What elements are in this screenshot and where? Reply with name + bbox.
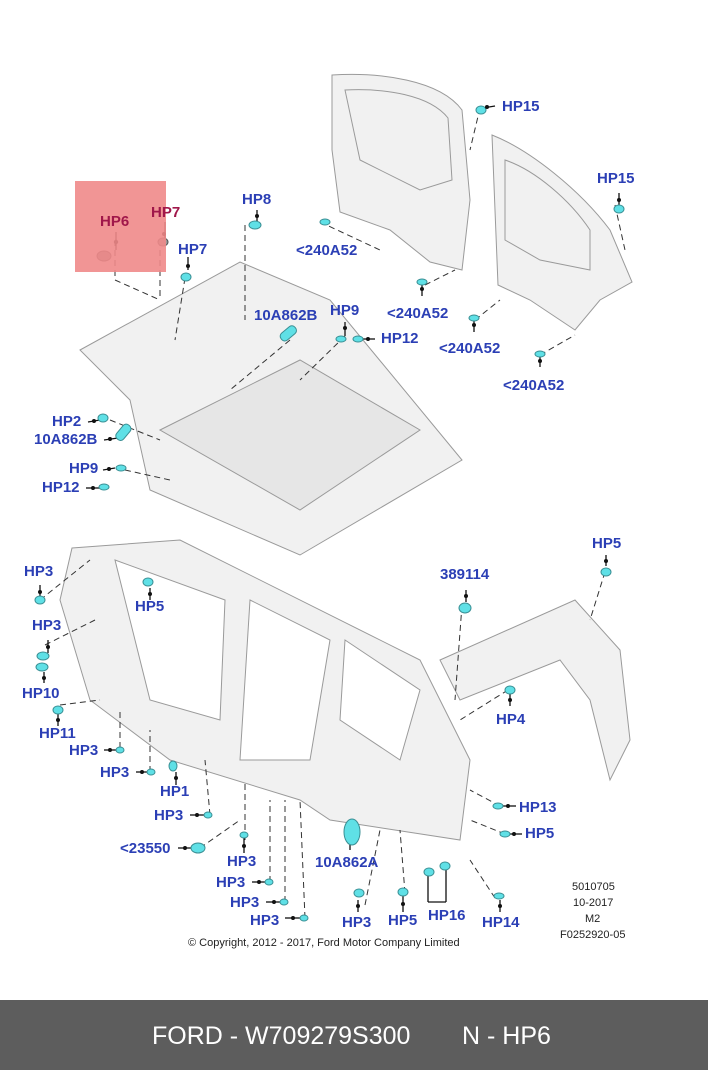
p389114-part bbox=[458, 602, 472, 614]
hp1-part bbox=[168, 760, 178, 772]
hp3-part-e bbox=[203, 811, 213, 819]
callout-hp3-d[interactable]: HP3 bbox=[100, 764, 130, 781]
callout-hp5-d[interactable]: HP5 bbox=[388, 912, 418, 929]
hp13-part bbox=[492, 802, 504, 810]
rear-quarter-shape bbox=[439, 599, 631, 782]
ref-line-3: M2 bbox=[585, 913, 601, 925]
hp16-part-b bbox=[439, 861, 451, 871]
hp12-part-b bbox=[98, 483, 110, 491]
hp14-part bbox=[493, 892, 505, 900]
b862-part-1 bbox=[279, 325, 297, 342]
callout-hp3-i[interactable]: HP3 bbox=[250, 912, 280, 929]
hp5-part-b bbox=[142, 577, 154, 587]
callout-hp9-a[interactable]: HP9 bbox=[330, 302, 360, 319]
parts-diagram: HP6 HP7 HP7 HP8 HP15 HP15 <240A52 <240A5… bbox=[22, 73, 635, 949]
callout-hp3-c[interactable]: HP3 bbox=[69, 742, 99, 759]
callout-hp8[interactable]: HP8 bbox=[242, 191, 272, 208]
callout-hp15-a[interactable]: HP15 bbox=[502, 98, 540, 115]
hp3-part-a bbox=[34, 595, 46, 605]
hp7-part-b bbox=[180, 272, 192, 282]
callout-hp13[interactable]: HP13 bbox=[519, 799, 557, 816]
callout-hp3-e[interactable]: HP3 bbox=[154, 807, 184, 824]
callout-hp3-b[interactable]: HP3 bbox=[32, 617, 62, 634]
callout-hp10[interactable]: HP10 bbox=[22, 685, 60, 702]
hp9-part-a bbox=[335, 335, 347, 343]
hp15-part-a bbox=[475, 105, 487, 115]
callout-240a52-3[interactable]: <240A52 bbox=[439, 340, 501, 357]
highlight-box bbox=[75, 181, 166, 272]
hp5-part-d bbox=[397, 887, 409, 897]
callout-hp12-b[interactable]: HP12 bbox=[42, 479, 80, 496]
hp3-part-b bbox=[36, 651, 50, 661]
callout-hp3-f[interactable]: HP3 bbox=[227, 853, 257, 870]
hp10-part bbox=[35, 662, 49, 672]
a52-part-4 bbox=[534, 350, 546, 358]
hp15-part-b bbox=[613, 204, 625, 214]
hp3-part-h bbox=[279, 898, 289, 906]
hp3-part-c bbox=[115, 746, 125, 754]
callout-hp15-b[interactable]: HP15 bbox=[597, 170, 635, 187]
callout-hp1[interactable]: HP1 bbox=[160, 783, 190, 800]
callout-10a862b-1[interactable]: 10A862B bbox=[254, 307, 318, 324]
rear-door-shape bbox=[491, 134, 633, 331]
ref-line-2: 10-2017 bbox=[573, 897, 614, 909]
a52-part-1 bbox=[319, 218, 331, 226]
footer-part-ref: N - HP6 bbox=[462, 1022, 551, 1050]
p23550-part bbox=[190, 842, 206, 854]
hp9-part-b bbox=[115, 464, 127, 472]
a52-part-2 bbox=[416, 278, 428, 286]
callout-23550[interactable]: <23550 bbox=[120, 840, 171, 857]
callout-hp6[interactable]: HP6 bbox=[100, 213, 130, 230]
hp3-part-f bbox=[239, 831, 249, 839]
callout-hp9-b[interactable]: HP9 bbox=[69, 460, 99, 477]
callout-10a862a[interactable]: 10A862A bbox=[315, 854, 379, 871]
copyright-text: © Copyright, 2012 - 2017, Ford Motor Com… bbox=[188, 937, 460, 949]
hp5-part-a bbox=[600, 567, 612, 577]
callout-hp3-a[interactable]: HP3 bbox=[24, 563, 54, 580]
diagram-drawing bbox=[34, 73, 633, 922]
hp3-part-g bbox=[264, 878, 274, 886]
callout-hp12-a[interactable]: HP12 bbox=[381, 330, 419, 347]
callout-10a862b-2[interactable]: 10A862B bbox=[34, 431, 98, 448]
hp12-part-a bbox=[352, 335, 364, 343]
callout-hp7-a[interactable]: HP7 bbox=[151, 204, 181, 221]
callout-hp2[interactable]: HP2 bbox=[52, 413, 82, 430]
hp3-part-d bbox=[146, 768, 156, 776]
callout-hp5-b[interactable]: HP5 bbox=[135, 598, 165, 615]
callout-hp7-b[interactable]: HP7 bbox=[178, 241, 208, 258]
hp8-part bbox=[248, 220, 262, 230]
callout-hp5-a[interactable]: HP5 bbox=[592, 535, 622, 552]
callout-hp4[interactable]: HP4 bbox=[496, 711, 526, 728]
ref-line-1: 5010705 bbox=[572, 881, 615, 893]
hp3-part-j bbox=[353, 888, 365, 898]
hp5-part-c bbox=[499, 830, 511, 838]
b862-part-2 bbox=[115, 423, 132, 441]
front-door-shape bbox=[331, 73, 471, 271]
hp4-part bbox=[504, 685, 516, 695]
hp2-part bbox=[97, 413, 109, 423]
ref-line-4: F0252920-05 bbox=[560, 929, 626, 941]
callout-389114[interactable]: 389114 bbox=[440, 566, 490, 583]
a862-part bbox=[343, 818, 361, 846]
callout-hp3-h[interactable]: HP3 bbox=[230, 894, 260, 911]
callout-240a52-1[interactable]: <240A52 bbox=[296, 242, 358, 259]
hp11-part bbox=[52, 705, 64, 715]
callout-hp3-g[interactable]: HP3 bbox=[216, 874, 246, 891]
hp16-part-a bbox=[423, 867, 435, 877]
a52-part-3 bbox=[468, 314, 480, 322]
callout-hp5-c[interactable]: HP5 bbox=[525, 825, 555, 842]
footer-bar: FORD - W709279S300 N - HP6 bbox=[0, 1000, 708, 1070]
callout-hp14[interactable]: HP14 bbox=[482, 914, 520, 931]
callout-hp3-j[interactable]: HP3 bbox=[342, 914, 372, 931]
callout-hp11[interactable]: HP11 bbox=[39, 725, 76, 742]
callout-hp16[interactable]: HP16 bbox=[428, 907, 466, 924]
footer-part-number: FORD - W709279S300 bbox=[152, 1022, 411, 1050]
callout-240a52-2[interactable]: <240A52 bbox=[387, 305, 449, 322]
callout-240a52-4[interactable]: <240A52 bbox=[503, 377, 565, 394]
hp3-part-i bbox=[299, 914, 309, 922]
